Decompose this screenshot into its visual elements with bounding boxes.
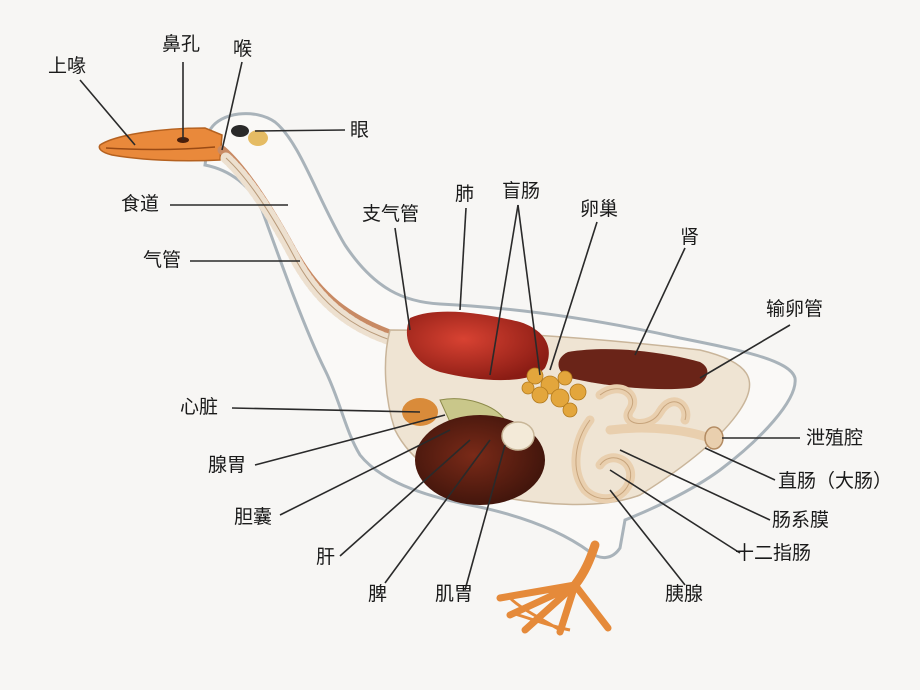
label-liver: 肝 [316, 546, 336, 568]
gizzard-shape [501, 421, 535, 451]
foot [496, 581, 612, 636]
label-esophagus: 食道 [121, 193, 160, 215]
leader-lines [79, 61, 800, 591]
label-trachea: 气管 [143, 249, 182, 271]
label-rectum: 直肠（大肠） [778, 470, 893, 492]
label-ovary: 卵巢 [580, 198, 619, 220]
label-pancreas: 胰腺 [665, 583, 704, 605]
label-spleen: 脾 [368, 583, 388, 605]
cloaca-shape [704, 426, 724, 450]
label-cecum: 盲肠 [502, 180, 541, 202]
label-duodenum: 十二指肠 [735, 542, 812, 564]
lung-shape [406, 311, 549, 381]
label-mesentery: 肠系膜 [772, 509, 830, 531]
label-kidney: 肾 [680, 226, 700, 248]
label-eye: 眼 [350, 119, 370, 141]
beak [98, 127, 223, 162]
label-gallbladder: 胆囊 [234, 506, 273, 528]
kidney-shape [558, 349, 708, 390]
label-upper-beak: 上喙 [48, 55, 87, 77]
beak-mouth-line [105, 146, 216, 151]
label-nostril: 鼻孔 [162, 33, 201, 55]
label-oviduct: 输卵管 [766, 298, 824, 320]
label-cloaca: 泄殖腔 [806, 427, 864, 449]
label-lung: 肺 [455, 183, 475, 205]
eye-shape [231, 125, 249, 137]
label-larynx: 喉 [233, 38, 253, 60]
label-gizzard: 肌胃 [435, 583, 474, 605]
label-proventriculus: 腺胃 [208, 454, 247, 476]
label-bronchus: 支气管 [362, 203, 420, 225]
label-heart: 心脏 [180, 396, 219, 418]
leg [570, 540, 600, 590]
